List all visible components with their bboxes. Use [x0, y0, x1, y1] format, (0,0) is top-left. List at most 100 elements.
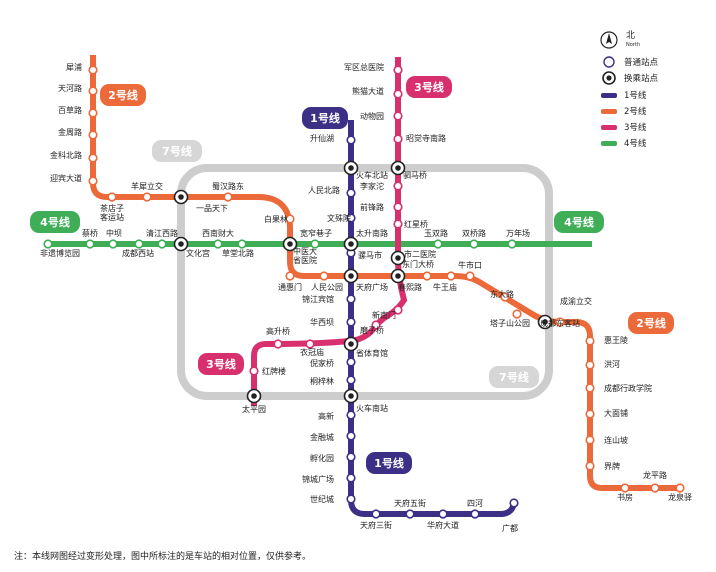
- station-s14: 人民公园: [311, 271, 343, 292]
- station-marker: [142, 192, 152, 202]
- station-label-s52: 四河: [467, 498, 483, 508]
- station-label-s24: 惠王陵: [604, 335, 628, 345]
- station-marker: [509, 498, 519, 508]
- station-s51: 华府大道: [427, 509, 459, 530]
- station-label-s48: 世纪城: [310, 494, 334, 504]
- legend-transfer-label: 换乘站点: [624, 73, 659, 84]
- station-label-s37: 骡马市: [358, 250, 382, 260]
- station-s44: 高新: [318, 410, 356, 421]
- station-s63: 新南门: [372, 305, 403, 320]
- station-s25: 洪河: [585, 359, 620, 370]
- station-s15: 天府广场: [343, 268, 388, 292]
- legend-north-sublabel: North: [626, 42, 640, 48]
- station-s69: 非遗博览园: [40, 239, 80, 258]
- station-label-s63: 新南门: [372, 310, 396, 320]
- svg-text:3号线: 3号线: [206, 357, 236, 371]
- line3-badge-left: 3号线: [198, 353, 244, 375]
- transfer-station-dot: [287, 241, 293, 247]
- station-s58: 驷马桥: [390, 160, 427, 180]
- station-marker: [88, 176, 98, 186]
- station-marker: [88, 130, 98, 140]
- station-marker: [446, 271, 456, 281]
- station-label-s22: 成渝立交: [560, 296, 592, 306]
- station-marker: [346, 473, 356, 483]
- station-s19: 牛市口: [458, 260, 482, 281]
- line2-badge-top: 2号线: [100, 84, 146, 106]
- station-s73: 清江西路: [146, 228, 178, 249]
- line3-path: [251, 57, 408, 406]
- station-label-s44: 高新: [318, 411, 334, 421]
- legend-line2-label: 2号线: [624, 106, 647, 117]
- station-marker: [422, 271, 432, 281]
- station-s74: 文化宫: [173, 236, 210, 258]
- station-label-s39: 华西坝: [310, 317, 334, 327]
- svg-text:2号线: 2号线: [636, 316, 666, 330]
- station-marker: [650, 483, 660, 493]
- station-marker: [433, 239, 443, 249]
- station-label-s19: 牛市口: [458, 260, 482, 270]
- station-label-s73: 清江西路: [146, 228, 178, 238]
- station-label-s71: 中坝: [106, 228, 122, 238]
- station-s31: 龙平路: [643, 470, 667, 493]
- station-marker: [675, 483, 685, 493]
- station-marker: [249, 366, 259, 376]
- station-marker: [346, 294, 356, 304]
- station-label-s13: 通惠门: [278, 282, 302, 292]
- station-marker: [438, 509, 448, 519]
- station-label-s23: 成都东客站: [540, 318, 580, 328]
- transfer-station-dot: [348, 241, 354, 247]
- station-label-s28: 连山坡: [604, 435, 628, 445]
- station-s75: 西南财大: [202, 228, 234, 249]
- station-label-s75: 西南财大: [202, 228, 234, 238]
- station-s13: 通惠门: [278, 271, 302, 292]
- station-marker: [273, 339, 283, 349]
- station-label-s67: 红牌楼: [262, 366, 286, 376]
- station-s35: 人民北路: [308, 185, 356, 198]
- station-s27: 大面铺: [585, 408, 628, 419]
- station-s56: 动物园: [360, 111, 403, 121]
- station-s07: 茶店子客运站: [100, 192, 124, 222]
- station-s01: 犀浦: [66, 62, 98, 75]
- line7-badge-bottom: 7号线: [489, 366, 539, 388]
- legend: 北 North 普通站点 换乘站点 1号线 2号线 3号线 4号线: [600, 30, 659, 149]
- station-s46: 孵化园: [310, 452, 356, 463]
- station-label-s21: 塔子山公园: [490, 318, 530, 328]
- transfer-station-dot: [348, 273, 354, 279]
- station-marker: [620, 483, 630, 493]
- line4-badge-right: 4号线: [554, 211, 604, 233]
- station-label-s40: 省体育馆: [356, 348, 388, 358]
- transfer-station-dot: [348, 165, 354, 171]
- station-marker: [393, 89, 403, 99]
- station-s80: 双桥路: [462, 228, 486, 249]
- station-label-s64: 磨子桥: [360, 325, 384, 335]
- station-s68: 太平园: [242, 388, 266, 414]
- station-s02: 天河路: [58, 83, 98, 96]
- station-marker: [107, 192, 117, 202]
- station-label-s14: 人民公园: [311, 283, 343, 292]
- station-marker: [43, 239, 53, 249]
- svg-text:2号线: 2号线: [108, 88, 138, 102]
- station-s43: 火车南站: [343, 388, 388, 413]
- station-s66: 高升桥: [266, 326, 290, 349]
- station-marker: [134, 239, 144, 249]
- station-label-s10: 蜀汉路东: [212, 181, 244, 191]
- line1-badge-top: 1号线: [302, 107, 348, 129]
- svg-text:3号线: 3号线: [414, 80, 444, 94]
- map-footnote: 注：本线网图经过变形处理，图中所标注的是车站的相对位置，仅供参考。: [14, 552, 312, 562]
- station-s57: 昭觉寺南路: [393, 133, 446, 144]
- station-s17: 东门大桥: [402, 259, 434, 281]
- station-marker: [108, 239, 118, 249]
- station-s38: 锦江宾馆: [302, 294, 356, 304]
- station-marker: [213, 239, 223, 249]
- station-marker: [285, 271, 295, 281]
- station-label-s60: 前锋路: [360, 202, 384, 212]
- station-s40: 省体育馆: [343, 336, 388, 358]
- station-marker: [346, 213, 356, 223]
- station-label-s05: 金科北路: [50, 150, 82, 160]
- station-s45: 金融城: [310, 431, 356, 442]
- station-label-s31: 龙平路: [643, 470, 667, 480]
- station-label-s25: 洪河: [604, 359, 620, 369]
- station-s08: 羊犀立交: [131, 181, 163, 202]
- transfer-station-dot: [395, 273, 401, 279]
- station-label-s30: 书房: [617, 492, 633, 502]
